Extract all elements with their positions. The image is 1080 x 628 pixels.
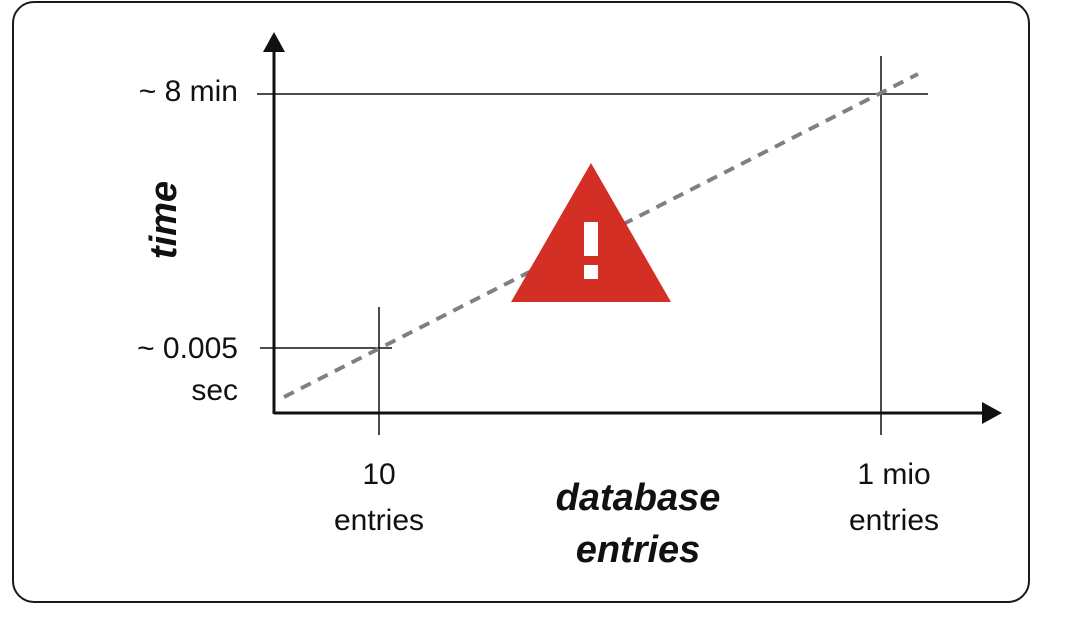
y-axis-title: time: [143, 181, 185, 259]
trend-line: [283, 72, 919, 399]
x-axis-title-line1: database: [556, 477, 721, 519]
y-tick-label-8-min: ~ 8 min: [139, 75, 238, 108]
x-tick-label-10-line2: entries: [334, 504, 424, 537]
y-axis-arrow: [263, 32, 285, 52]
warning-triangle-icon: [511, 163, 671, 302]
y-tick-label-0005-line2: sec: [191, 374, 238, 407]
x-tick-label-10-line1: 10: [362, 458, 395, 491]
y-tick-label-0005-line1: ~ 0.005: [137, 332, 238, 365]
x-axis-arrow: [982, 402, 1002, 424]
x-axis-title-line2: entries: [576, 529, 701, 571]
x-tick-label-1mio-line2: entries: [849, 504, 939, 537]
x-tick-label-1mio-line1: 1 mio: [857, 458, 930, 491]
